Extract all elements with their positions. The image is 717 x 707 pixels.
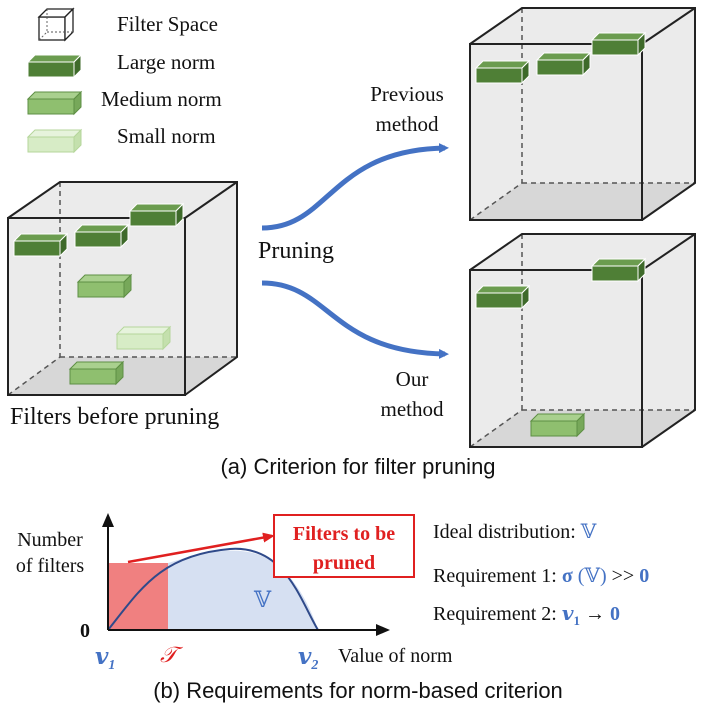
our-method-label-line2: method	[381, 397, 444, 421]
v2-label: 𝒗2	[298, 644, 318, 673]
our-method-arrow	[261, 280, 449, 359]
filter-space-cube-previous	[469, 7, 696, 221]
previous-filter-large-1	[474, 59, 531, 85]
requirement-2-line: Requirement 2: 𝒗1 → 0	[433, 603, 620, 628]
previous-filter-large-3	[590, 31, 647, 57]
origin-label: 0	[80, 620, 90, 642]
filters-before-pruning-caption: Filters before pruning	[10, 404, 219, 430]
y-axis-label-line2: of filters	[16, 555, 85, 577]
previous-filter-large-2	[535, 51, 592, 77]
our-filter-medium-1	[529, 412, 586, 438]
filter-space-cube-ours	[469, 233, 696, 448]
previous-method-label-line2: method	[376, 112, 439, 136]
pruned-callout-arrow	[127, 532, 275, 564]
filter-medium-2	[68, 360, 125, 386]
legend-large-norm-label: Large norm	[117, 50, 215, 74]
callout-line2: pruned	[313, 552, 375, 574]
legend-filter-space-label: Filter Space	[117, 12, 218, 36]
small-norm-filter-icon	[26, 128, 83, 154]
caption-a: (a) Criterion for filter pruning	[220, 454, 495, 479]
x-axis-label: Value of norm	[338, 645, 453, 667]
norm-distribution-plot: 𝕍 Filters to be pruned	[102, 513, 415, 636]
filter-large-1	[12, 232, 69, 258]
threshold-label: 𝒯	[160, 642, 184, 667]
legend-medium-norm-label: Medium norm	[101, 87, 222, 111]
requirement-1-line: Requirement 1: σ (𝕍) >> 0	[433, 565, 649, 587]
filter-small-1	[115, 325, 172, 351]
filter-large-3	[128, 202, 185, 228]
v1-label: 𝒗1	[95, 644, 115, 673]
filter-space-cube-before	[7, 181, 238, 396]
y-axis-label-line1: Number	[17, 529, 83, 551]
previous-method-arrow	[261, 143, 449, 231]
filter-medium-1	[76, 273, 133, 299]
legend: Filter Space Large norm Medium norm Smal…	[26, 7, 222, 154]
filter-space-icon	[37, 7, 75, 42]
caption-b: (b) Requirements for norm-based criterio…	[153, 678, 563, 703]
medium-norm-filter-icon	[26, 90, 83, 116]
ideal-distribution-line: Ideal distribution: 𝕍	[433, 521, 597, 543]
distribution-curve	[107, 547, 319, 631]
pruned-callout-box	[273, 514, 415, 578]
filter-large-2	[73, 223, 130, 249]
large-norm-filter-icon	[26, 53, 83, 79]
previous-method-label-line1: Previous	[370, 82, 444, 106]
callout-line1: Filters to be	[293, 523, 395, 545]
our-filter-large-2	[590, 257, 647, 283]
pruning-label: Pruning	[258, 238, 334, 264]
our-method-label-line1: Our	[396, 367, 429, 391]
legend-small-norm-label: Small norm	[117, 124, 216, 148]
our-filter-large-1	[474, 284, 531, 310]
distribution-symbol: 𝕍	[253, 587, 272, 612]
